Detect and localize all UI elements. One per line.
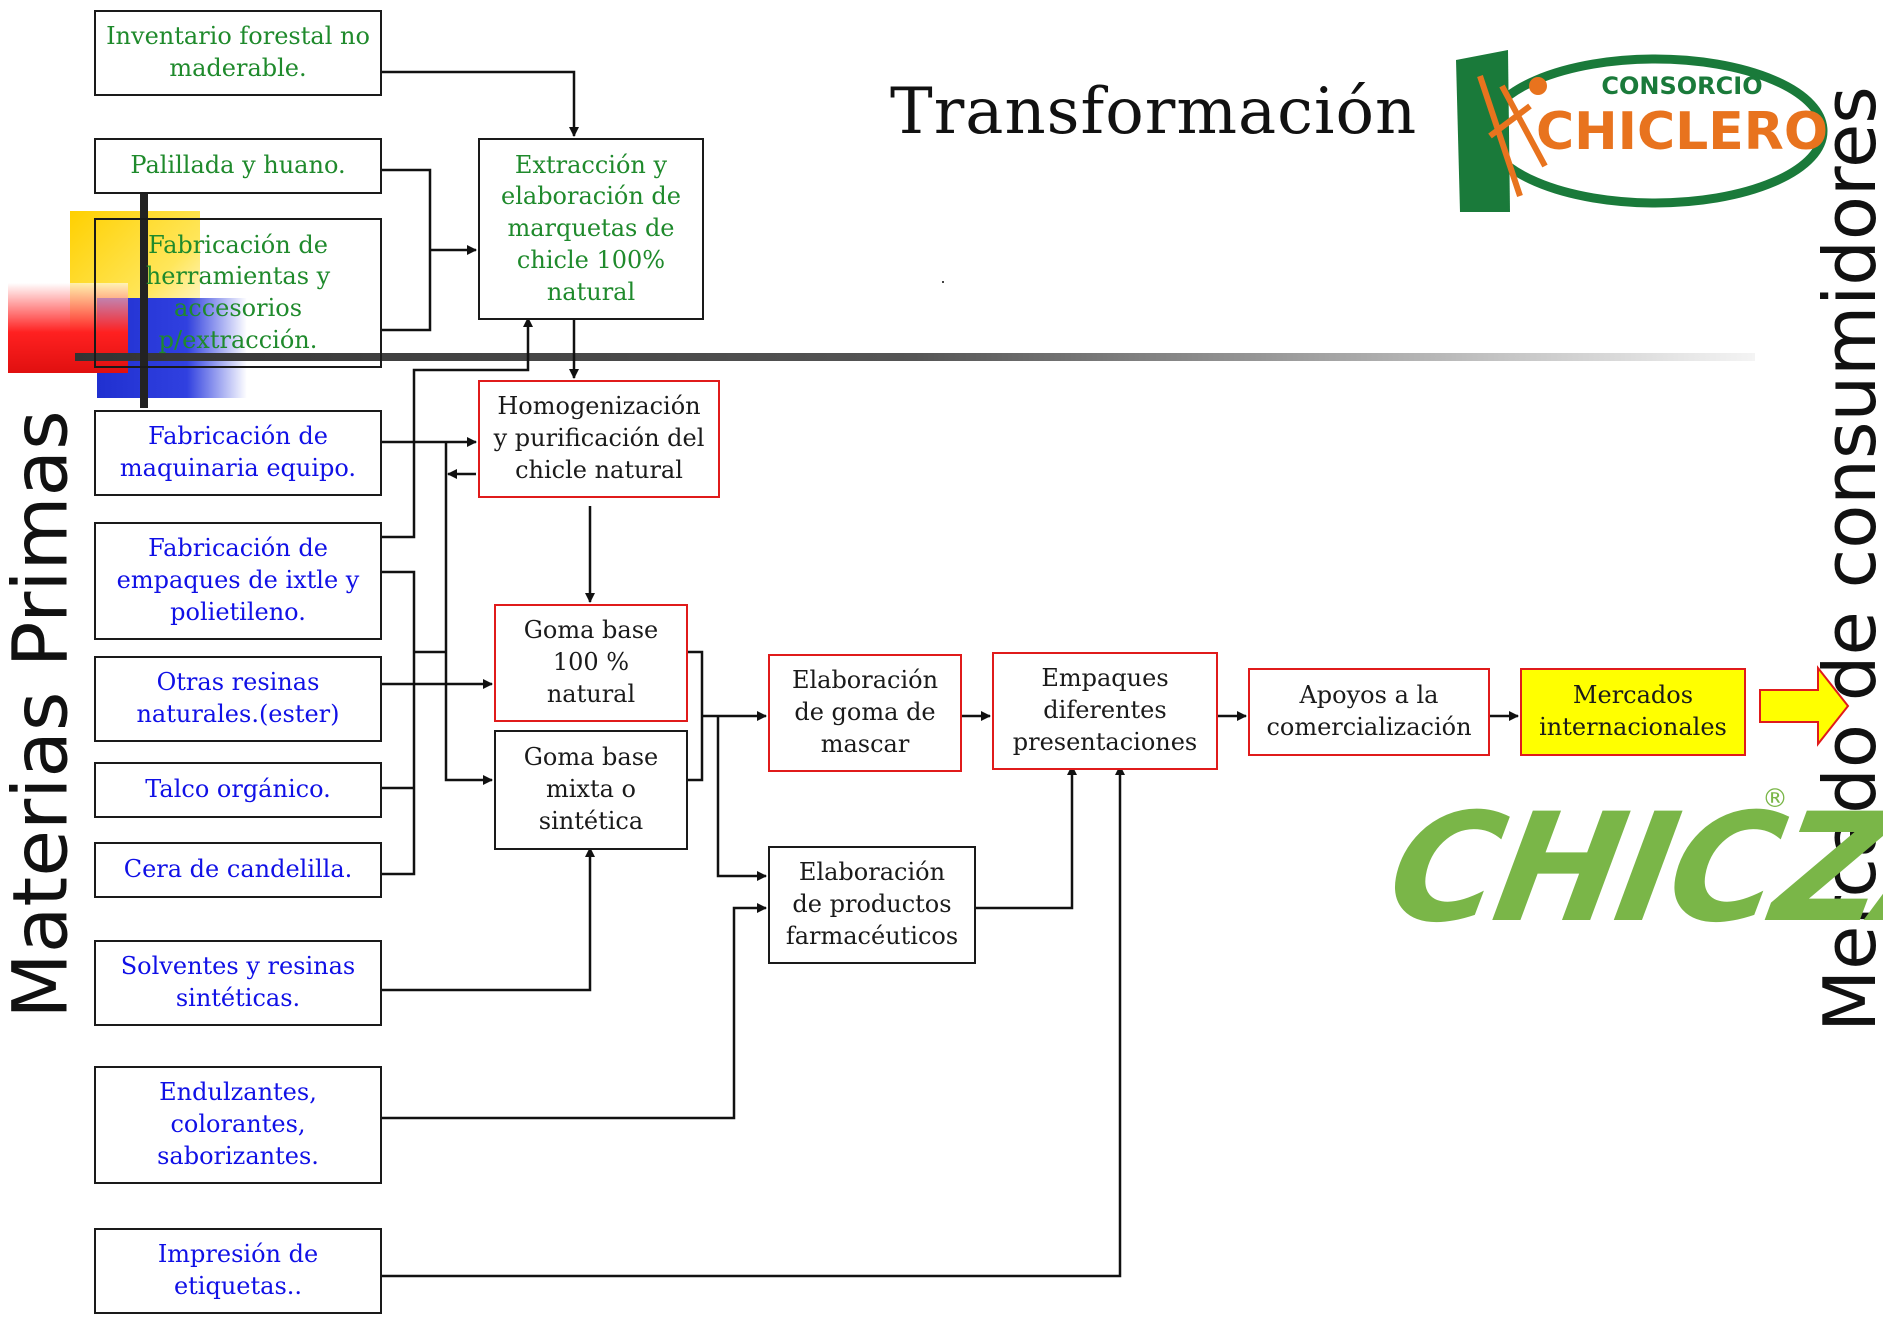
connector-rm10-p6 <box>382 903 767 1120</box>
chicza-logo: CHICZA <box>1376 782 1883 956</box>
logo-swoosh <box>1456 50 1510 212</box>
page-title: Transformación <box>890 75 1418 149</box>
raw-material-palillada-label: Palillada y huano. <box>130 151 346 180</box>
raw-material-cera-label: Cera de candelilla. <box>123 855 353 884</box>
connector-bus-p2-p4 <box>444 442 493 785</box>
consorcio-chiclero-logo: CONSORCIO CHICLERO <box>1456 50 1828 212</box>
logo-line1: CONSORCIO <box>1601 72 1762 100</box>
connector-rm1-p1 <box>382 70 579 137</box>
logo-head <box>1529 77 1547 95</box>
stray-dot <box>942 281 944 283</box>
chicza-registered-mark: ® <box>1762 784 1788 814</box>
connector-rm9-p4 <box>382 847 595 992</box>
connector-merge-p6 <box>716 716 767 881</box>
raw-material-endulzantes-label: Endulzantes,colorantes,saborizantes. <box>157 1078 319 1170</box>
connector-p3-out <box>686 650 704 782</box>
deco-vertical-rule <box>140 188 148 408</box>
raw-material-palillada: Palillada y huano. <box>94 138 382 194</box>
connector-rm11-p7 <box>382 765 1125 1278</box>
connector-rm2-bus <box>382 168 432 332</box>
market-arrow <box>1759 665 1850 747</box>
logo-tree-figure <box>1477 75 1548 197</box>
raw-material-endulzantes: Endulzantes,colorantes,saborizantes. <box>94 1066 382 1184</box>
raw-material-talco: Talco orgánico. <box>94 762 382 818</box>
logo-line2: CHICLERO <box>1536 102 1828 162</box>
connector-rm5-p1 <box>382 317 533 539</box>
raw-material-cera: Cera de candelilla. <box>94 842 382 898</box>
connector-p6-p7 <box>974 765 1077 910</box>
raw-material-talco-label: Talco orgánico. <box>145 775 331 804</box>
deco-horizontal-rule <box>75 353 1755 361</box>
connector-rm5-bus <box>382 570 416 876</box>
